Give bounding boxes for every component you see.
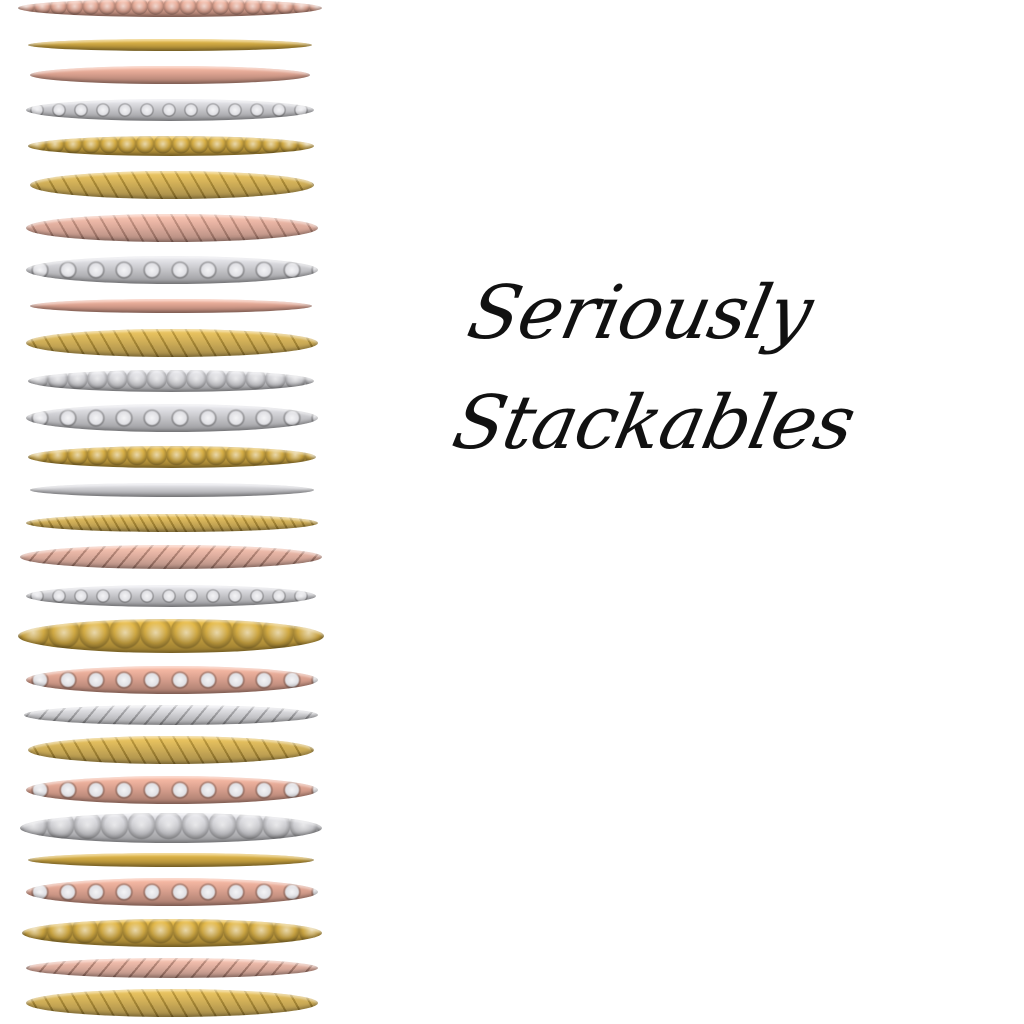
ring-yellow-braid <box>26 514 318 532</box>
ring-yellow-braid <box>26 329 318 357</box>
ring-white-gem <box>26 99 314 121</box>
title-line-2: Stackables <box>445 380 862 466</box>
ring-yellow-bead <box>22 919 322 947</box>
ring-white-gem <box>26 256 318 284</box>
ring-rose-plain <box>30 299 312 313</box>
ring-rose-plain <box>30 66 310 84</box>
ring-yellow-bead <box>18 619 324 653</box>
ring-yellow-leaf <box>30 171 314 199</box>
ring-white-gem <box>26 404 318 432</box>
ring-yellow-bead <box>28 446 316 468</box>
ring-rose-bead <box>18 0 322 17</box>
ring-stack-image <box>0 0 340 1024</box>
ring-white-bead <box>28 370 314 392</box>
ring-rose-gem <box>26 666 318 694</box>
ring-white-rope <box>24 705 318 725</box>
ring-rose-rope <box>26 958 318 978</box>
title-line-1: Seriously <box>460 270 820 356</box>
ring-yellow-plain <box>28 853 314 867</box>
ring-rose-braid <box>26 214 318 242</box>
ring-rose-gem <box>26 878 318 906</box>
ring-yellow-leaf <box>26 989 318 1017</box>
title-lettering: Seriously Stackables <box>440 270 862 520</box>
ring-yellow-leaf <box>28 736 314 764</box>
ring-yellow-bead <box>28 136 314 156</box>
ring-rose-gem <box>26 776 318 804</box>
ring-yellow-plain <box>28 39 312 51</box>
ring-rose-rope <box>20 545 322 569</box>
ring-white-bead <box>20 813 322 843</box>
ring-white-plain <box>30 483 314 497</box>
ring-white-gem <box>26 585 316 607</box>
